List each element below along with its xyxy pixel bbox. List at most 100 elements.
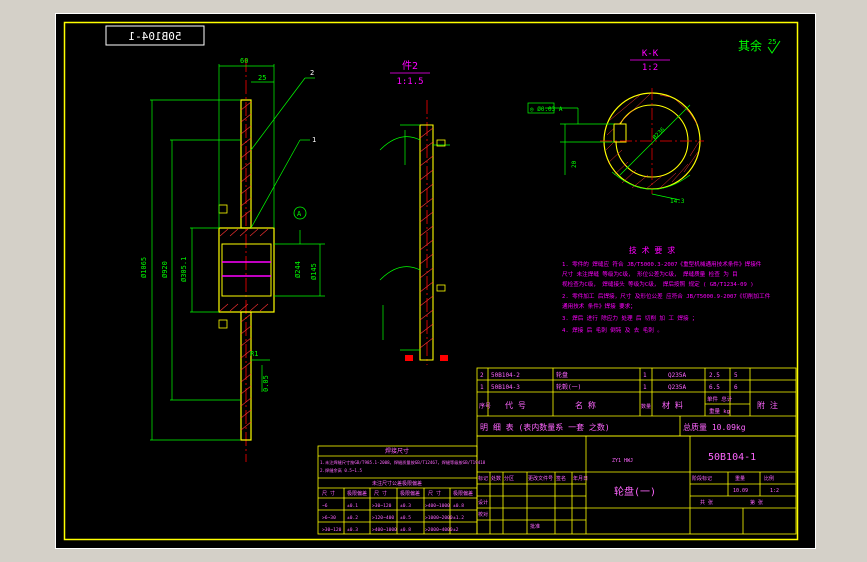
tech-line: 1. 零件的 焊缝应 符合 JB/T5000.3-2007《重型机械通用技术条件… <box>562 260 762 268</box>
dim-width2: 25 <box>258 74 266 82</box>
balloon-1: 1 <box>312 136 316 144</box>
mirrored-drawing-number: 50B104-1 <box>129 30 182 43</box>
sheet-background <box>55 13 816 549</box>
bom-row1-w1: 6.5 <box>709 384 720 391</box>
tol-rows: ~6 ±0.1 >30~120 ±0.3 >400~1000 ±0.8 >6~3… <box>322 503 464 533</box>
hub-hatch <box>219 228 269 312</box>
gdt-text: ◎ Ø0.03 A <box>530 106 563 113</box>
tech-lines: 1. 零件的 焊缝应 符合 JB/T5000.3-2007《重型机械通用技术条件… <box>562 260 771 334</box>
tol-cell: >6~30 <box>322 515 336 521</box>
sec-dim-keyway: 20 <box>571 160 578 168</box>
bom-row1-qty: 1 <box>643 384 647 391</box>
roughness-symbol-icon <box>767 40 781 54</box>
tech-line: 3. 焊后 进行 除应力 处理 后 切削 加 工 焊接 ； <box>562 314 698 322</box>
bom-header-material: 材 料 <box>662 400 683 410</box>
tol-cell: ±0.3 <box>400 503 411 509</box>
bom-row1-name: 轮毂(一) <box>556 383 581 391</box>
bom-row2-w2: 5 <box>734 372 738 379</box>
tech-title: 技 术 要 求 <box>629 245 675 255</box>
part2-profile <box>419 124 434 361</box>
main-view <box>218 58 275 462</box>
part2-scale: 1:1.5 <box>396 77 423 87</box>
tb-designer: 设计 <box>478 499 488 506</box>
bom-row2-material: Q235A <box>668 372 686 379</box>
bom-row1-no: 1 <box>480 384 484 391</box>
tol-col: 尺 寸 <box>322 490 335 497</box>
rev-col-sign: 签名 <box>556 475 566 482</box>
dim-tolerance: 0.05 <box>262 375 270 392</box>
tol-subtitle: 未注尺寸公差极限偏差 <box>372 480 422 487</box>
bom-row1-code: 50B104-3 <box>491 384 520 391</box>
bom-table: 2 50B104-2 轮盘 1 Q235A 2.5 5 1 50B104-3 轮… <box>476 367 797 437</box>
tol-cell: >30~120 <box>322 527 342 533</box>
bom-header-name: 名 称 <box>575 400 596 410</box>
bom-detail-line: 明 细 表 (表内数量系 一套 之数) <box>480 422 610 432</box>
tol-col: 极限偏差 <box>453 490 473 497</box>
tb-weight-label: 重量 <box>735 475 745 482</box>
dim-radius: R1 <box>250 350 258 358</box>
bom-total-weight: 总质量 10.09kg <box>683 422 746 432</box>
tol-cell: >400~1000 <box>372 527 397 533</box>
part2-mark-right <box>440 355 448 361</box>
dim-bore: Ø145 <box>310 263 318 280</box>
tech-line: 视检查为C级， 焊缝接头 等级为C级， 焊后按照 规定 ( GB/T1234-0… <box>562 280 754 288</box>
tb-drawing-number: 50B104-1 <box>708 452 756 463</box>
outer-frame <box>55 13 816 549</box>
sec-dim-angle: 14.3 <box>670 198 685 205</box>
tb-stage-label: 阶段标记 <box>692 475 712 482</box>
main-dimensions <box>150 64 325 441</box>
bom-row2-no: 2 <box>480 372 484 379</box>
tol-cell: >1000~2000 <box>425 515 453 521</box>
bom-header-remark: 附 注 <box>757 400 778 410</box>
bom-row2-qty: 1 <box>643 372 647 379</box>
tol-cell: ±2 <box>453 527 459 533</box>
tol-col: 极限偏差 <box>400 490 420 497</box>
dim-pitch: Ø920 <box>161 261 169 278</box>
datum-letter: A <box>297 210 302 218</box>
tech-line: 通用技术 条件》焊接 要求； <box>562 302 636 310</box>
roughness-note: 其余 25 <box>738 38 781 54</box>
rev-col-mark: 标记 <box>478 475 488 482</box>
bom-row2-name: 轮盘 <box>556 371 568 379</box>
tol-note-1: 1.未注焊缝尺寸按GB/T985.1-2008，焊缝质量按GB/T12467，焊… <box>320 459 486 466</box>
bom-header-code: 代 号 <box>505 400 526 410</box>
section-scale: 1:2 <box>642 63 658 73</box>
bom-header-weight: 单件 总计 <box>707 395 733 403</box>
tb-part-name: 轮盘(一) <box>614 485 656 498</box>
tb-checker: 校对 <box>478 511 488 518</box>
tb-scale: 1:2 <box>770 488 779 494</box>
dim-outer: Ø1065 <box>140 257 148 278</box>
tol-cell: ±0.8 <box>453 503 464 509</box>
bom-row2-code: 50B104-2 <box>491 372 520 379</box>
bom-header-weight2: 重量 kg <box>709 407 730 415</box>
tb-small-text: ZY1 HWJ <box>612 458 633 464</box>
dim-width1: 60 <box>240 57 248 65</box>
part2-label: 件2 <box>402 60 418 72</box>
rev-col-count: 处数 <box>491 475 501 482</box>
tol-col: 极限偏差 <box>347 490 367 497</box>
dim-hub: Ø305.1 <box>180 257 188 282</box>
part2-detail: 件2 1:1.5 <box>379 60 450 365</box>
hub <box>218 227 275 313</box>
bom-row1-w2: 6 <box>734 384 738 391</box>
bom-header-no: 序号 <box>479 402 491 410</box>
weld-symbol-bottom <box>218 319 228 329</box>
tol-col: 尺 寸 <box>428 490 441 497</box>
inner-frame <box>63 21 799 541</box>
disc-hatch <box>240 101 252 431</box>
roughness-value: 25 <box>768 38 776 46</box>
part2-hatch <box>419 127 434 349</box>
tb-sheet-total: 共 张 <box>700 499 713 506</box>
tol-cell: ±0.2 <box>347 515 358 521</box>
title-block: 标记 处数 分区 更改文件号 签名 年月日 设计 校对 批准 ZY1 HWJ 阶… <box>476 435 797 535</box>
dim-hub2: Ø244 <box>294 261 302 278</box>
tb-sheet-no: 第 张 <box>750 499 763 506</box>
tol-cell: ±0.3 <box>347 527 358 533</box>
tech-line: 尺寸 未注焊缝 等级为C级， 形位公差为C级， 焊缝质量 检查 为 目 <box>562 270 738 278</box>
rev-col-date: 年月日 <box>573 475 588 482</box>
tol-col: 尺 寸 <box>374 490 387 497</box>
main-dim-labels: Ø1065 Ø920 Ø305.1 Ø145 Ø244 60 25 R1 A 0… <box>140 57 318 392</box>
ring-hatch <box>605 93 701 190</box>
tol-cell: >2000~4000 <box>425 527 453 533</box>
